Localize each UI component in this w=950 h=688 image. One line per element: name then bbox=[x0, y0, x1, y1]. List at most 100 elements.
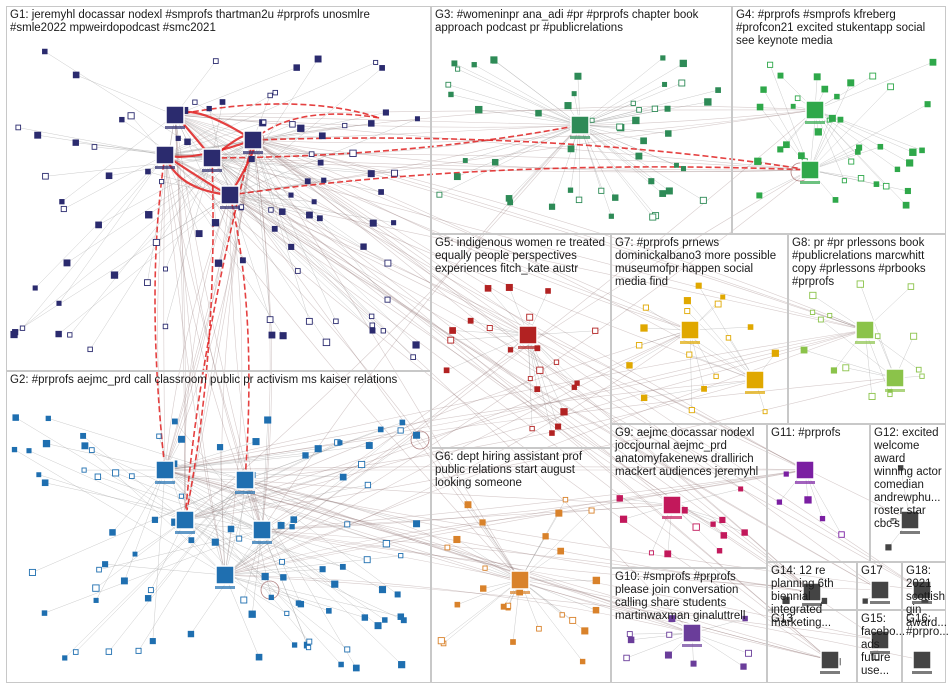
node-G2 bbox=[92, 584, 100, 592]
edge-intergroup bbox=[224, 504, 673, 576]
node-G6 bbox=[588, 507, 595, 514]
node-G6 bbox=[579, 658, 586, 665]
node-G1 bbox=[214, 259, 223, 267]
hub-label-G2 bbox=[252, 541, 272, 544]
node-G3 bbox=[680, 166, 687, 172]
edge-G2 bbox=[184, 464, 362, 521]
node-G5 bbox=[443, 367, 450, 374]
node-G8 bbox=[827, 312, 833, 318]
edge-highlight bbox=[184, 157, 214, 521]
node-G4 bbox=[767, 61, 774, 68]
edge-G3 bbox=[478, 109, 581, 126]
node-G7 bbox=[683, 297, 691, 305]
node-G1 bbox=[360, 243, 367, 250]
edge-intergroup bbox=[229, 194, 923, 591]
group-label-g7: G7: #prprofs prnews dominickalbano3 more… bbox=[615, 237, 780, 288]
edge-intergroup bbox=[261, 334, 529, 531]
node-G5 bbox=[592, 327, 599, 334]
hub-node-G15 bbox=[870, 630, 890, 650]
edge-G2 bbox=[15, 417, 186, 521]
edge-intergroup bbox=[224, 329, 866, 576]
node-G4 bbox=[813, 73, 821, 81]
node-G2 bbox=[178, 435, 185, 443]
edge-G1 bbox=[164, 92, 276, 156]
node-G3 bbox=[490, 56, 498, 64]
edge-intergroup bbox=[174, 114, 186, 521]
edge-intergroup bbox=[174, 109, 816, 128]
edge-G3 bbox=[579, 124, 656, 216]
edge-intergroup bbox=[252, 139, 529, 336]
edge-G1 bbox=[45, 157, 213, 177]
edge-G6 bbox=[443, 579, 521, 644]
edge-G2 bbox=[124, 469, 166, 581]
edge-G1 bbox=[174, 114, 374, 224]
edge-G5 bbox=[527, 330, 596, 336]
node-G9 bbox=[741, 529, 748, 536]
node-G1 bbox=[369, 219, 377, 227]
node-G11 bbox=[838, 531, 845, 538]
node-G2 bbox=[378, 586, 387, 594]
node-G2 bbox=[382, 617, 388, 623]
edge-G3 bbox=[579, 124, 653, 218]
node-G1 bbox=[63, 259, 71, 267]
edge-G1 bbox=[69, 157, 213, 336]
edge-G3 bbox=[474, 64, 581, 126]
node-G1 bbox=[59, 199, 65, 205]
node-G1 bbox=[110, 271, 119, 279]
node-G2 bbox=[314, 445, 322, 453]
group-label-g8: G8: pr #pr prlessons book #publicrelatio… bbox=[792, 237, 929, 288]
node-G3 bbox=[491, 158, 499, 166]
edge-intergroup bbox=[252, 139, 806, 471]
node-G7 bbox=[714, 300, 722, 308]
edge-intergroup bbox=[224, 469, 806, 576]
node-G2 bbox=[344, 521, 351, 528]
node-G2 bbox=[178, 493, 184, 499]
node-G1 bbox=[369, 322, 376, 329]
group-box-g15: G15: facebo... ads future use... bbox=[857, 610, 905, 683]
node-G8 bbox=[817, 316, 824, 323]
edge-G3 bbox=[439, 124, 581, 195]
node-G2 bbox=[151, 516, 159, 523]
nodes-layer bbox=[10, 48, 937, 674]
node-G3 bbox=[665, 187, 673, 195]
node-G12 bbox=[890, 518, 897, 524]
edge-G3 bbox=[579, 124, 612, 217]
node-G3 bbox=[640, 137, 647, 145]
edge-G1 bbox=[35, 154, 166, 289]
node-G1 bbox=[91, 144, 98, 150]
edge-G10 bbox=[631, 632, 693, 641]
node-G2 bbox=[26, 448, 32, 454]
edge-G2 bbox=[174, 421, 263, 531]
edge-G2 bbox=[138, 479, 246, 651]
edge-self-loop bbox=[410, 430, 430, 450]
node-G1 bbox=[322, 338, 331, 347]
edge-intergroup bbox=[224, 574, 881, 641]
node-G6 bbox=[536, 625, 542, 632]
node-G3 bbox=[475, 105, 483, 114]
node-G1 bbox=[368, 120, 375, 127]
group-box-g18: G18: 2021 scottish gin award... bbox=[902, 562, 947, 629]
edge-G2 bbox=[244, 479, 302, 605]
edge-intergroup bbox=[164, 154, 831, 661]
edge-G1 bbox=[211, 157, 372, 317]
edge-intergroup bbox=[164, 154, 529, 336]
node-G6 bbox=[510, 639, 516, 645]
edge-G2 bbox=[224, 569, 323, 576]
hub-node-G2 bbox=[235, 470, 255, 490]
node-G1 bbox=[367, 170, 375, 178]
edge-G1 bbox=[174, 67, 297, 116]
hub-node-G14 bbox=[802, 582, 822, 602]
edge-G1 bbox=[252, 112, 386, 141]
node-G1 bbox=[60, 205, 67, 213]
hub-label-G8 bbox=[855, 341, 875, 344]
edge-intergroup bbox=[164, 377, 896, 471]
hub-node-G3 bbox=[570, 115, 590, 135]
edge-intergroup bbox=[252, 139, 811, 172]
group-box-g14: G14: 12 re planning 6th biennial integra… bbox=[767, 562, 857, 629]
hub-label-G16 bbox=[912, 671, 932, 674]
group-label-g2: G2: #prprofs aejmc_prd call classroom pu… bbox=[10, 374, 398, 386]
edge-G2 bbox=[224, 574, 401, 617]
node-G1 bbox=[271, 225, 278, 232]
edge-G2 bbox=[261, 529, 309, 648]
node-G1 bbox=[67, 332, 73, 338]
